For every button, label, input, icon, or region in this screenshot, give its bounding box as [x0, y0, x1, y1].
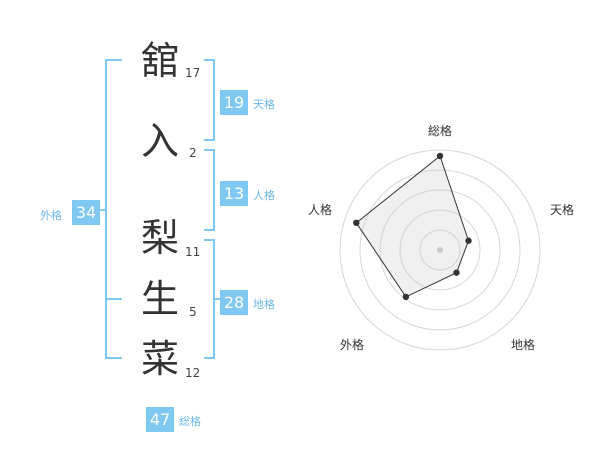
name-char-1: 舘	[141, 39, 180, 83]
gaikaku-label: 外格	[40, 209, 62, 222]
radar-axis-label-chikaku: 地格	[511, 338, 536, 352]
radar-ring	[379, 189, 501, 311]
jinkaku-value: 13	[220, 181, 248, 206]
radar-polygon	[355, 155, 470, 298]
soukaku-value: 47	[146, 407, 174, 432]
name-char-3: 梨	[141, 216, 180, 260]
chikaku-label: 地格	[253, 298, 275, 311]
radar-center	[437, 247, 443, 253]
stroke-count-4: 5	[189, 305, 197, 319]
radar-point-2	[465, 237, 472, 244]
stroke-count-3: 11	[185, 245, 201, 259]
tenkaku-label: 天格	[253, 98, 275, 111]
radar-point-1	[436, 152, 444, 160]
radar-axis-label-soukaku: 総格	[428, 124, 453, 138]
name-char-5: 菜	[141, 337, 180, 381]
stroke-count-2: 2	[189, 146, 197, 160]
radar-axis-label-gaikaku: 外格	[340, 338, 365, 352]
name-char-4: 生	[141, 277, 180, 321]
soukaku-label: 総格	[179, 415, 201, 428]
chikaku-value: 28	[220, 290, 248, 315]
gaikaku-value: 34	[72, 200, 100, 225]
radar-point-4	[402, 293, 410, 301]
name-char-2: 入	[141, 119, 180, 163]
radar-ring	[399, 209, 481, 291]
radar-point-3	[453, 269, 460, 276]
jinkaku-label: 人格	[253, 189, 275, 202]
radar-ring	[419, 229, 461, 271]
radar-ring	[359, 169, 521, 331]
tenkaku-value: 19	[220, 90, 248, 115]
radar-axis-label-jinkaku: 人格	[308, 203, 333, 217]
stroke-count-1: 17	[185, 66, 201, 80]
radar-point-5	[353, 219, 360, 227]
stroke-count-5: 12	[185, 366, 201, 380]
radar-axis-label-tenkaku: 天格	[550, 203, 575, 217]
radar-ring	[339, 149, 541, 351]
